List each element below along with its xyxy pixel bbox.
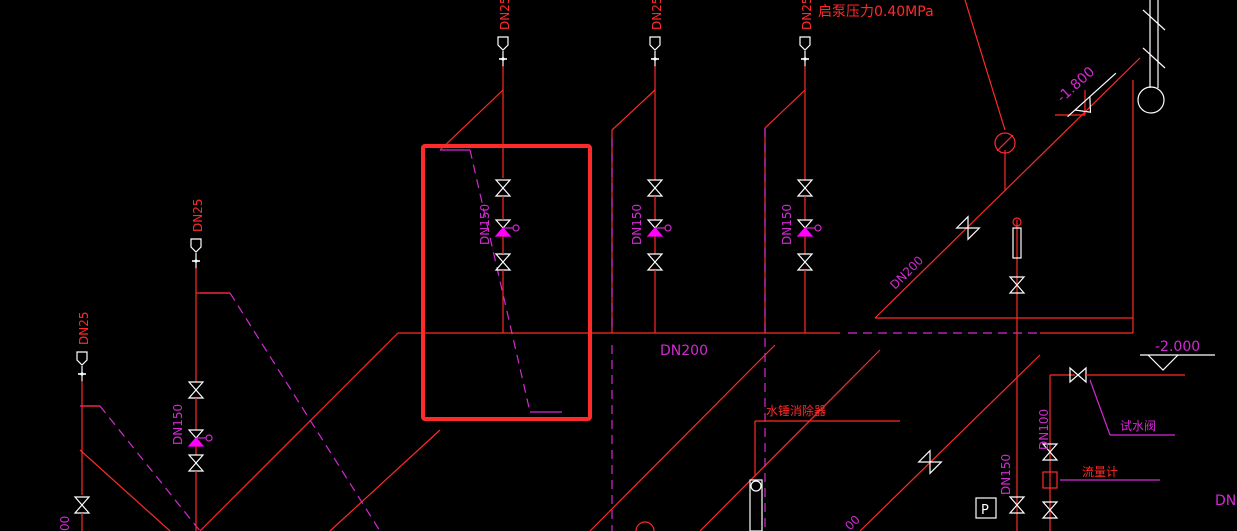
diagonal-pipes <box>79 0 1141 531</box>
label-dn150-right: DN150 <box>999 454 1013 495</box>
label-dn25-riser-left: DN25 <box>191 199 205 233</box>
label-elev-1800: -1.800 <box>1054 64 1098 106</box>
right-equipment <box>635 0 1215 531</box>
label-dn200-header: DN200 <box>660 343 708 359</box>
label-dn-partial: DN <box>1215 493 1236 509</box>
label-00-partial: 00 <box>58 516 72 531</box>
riser-left <box>188 238 230 531</box>
label-flow-meter: 流量计 <box>1082 465 1118 479</box>
label-dn25-riser-3: DN25 <box>800 0 814 30</box>
label-elev-2000: -2.000 <box>1155 339 1200 355</box>
label-pressure-box: P <box>981 503 989 518</box>
label-dn100: DN100 <box>1037 409 1051 450</box>
label-dn150-riser-1: DN150 <box>478 204 492 245</box>
riser-3 <box>797 36 822 333</box>
label-dn150-riser-left: DN150 <box>171 404 185 445</box>
label-water-hammer: 水锤消除器 <box>766 403 826 418</box>
dashed-pipes <box>80 128 766 531</box>
main-header-pipe <box>398 80 1134 334</box>
label-dn25-riser-1: DN25 <box>498 0 512 30</box>
highlight-box <box>421 144 592 421</box>
label-dn150-riser-3: DN150 <box>780 204 794 245</box>
label-dn150-riser-2: DN150 <box>630 204 644 245</box>
label-dn25-riser-2: DN25 <box>650 0 664 30</box>
riser-far-left <box>74 351 100 531</box>
riser-2 <box>647 36 672 333</box>
labels: DN25 DN25 DN25 DN25 DN25 DN150 DN150 DN1… <box>58 0 1236 531</box>
label-pump-pressure: 启泵压力0.40MPa <box>818 4 934 20</box>
riser-1 <box>495 36 520 333</box>
label-test-valve: 试水阀 <box>1120 418 1156 433</box>
label-dn25-riser-far-left: DN25 <box>77 312 91 346</box>
label-dn200-partial-bottom: 00 <box>842 512 863 531</box>
